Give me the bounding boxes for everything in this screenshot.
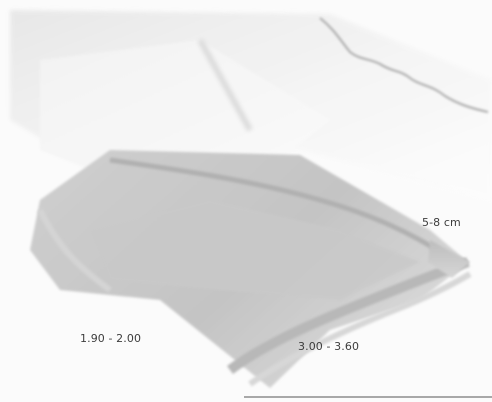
- length-dimension-label: 3.00 - 3.60: [298, 340, 360, 353]
- sheet-fold: [197, 38, 253, 132]
- mattress-corner: [428, 240, 470, 278]
- mattress-top-ridge: [109, 157, 452, 261]
- mattress-top-surface: [90, 200, 420, 300]
- folded-sheet: [40, 40, 330, 170]
- width-dimension-label: 1.90 - 2.00: [80, 332, 142, 345]
- sheet-edge: [319, 17, 489, 113]
- mattress-side-edge-lower: [248, 271, 472, 387]
- mattress-left-edge: [37, 208, 112, 293]
- depth-dimension-label: 5-8 cm: [422, 216, 461, 229]
- mattress-side-edge: [227, 257, 470, 375]
